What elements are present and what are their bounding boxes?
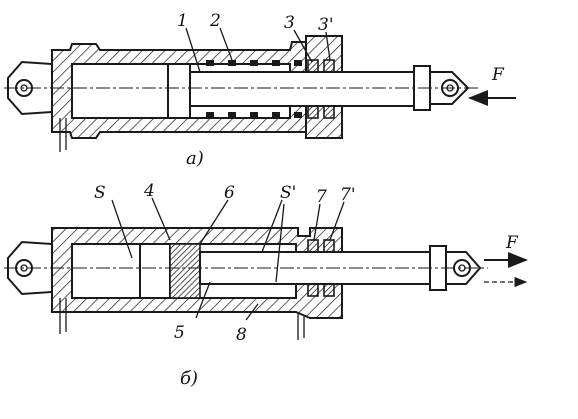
piston-b xyxy=(139,243,171,299)
force-label-b: F xyxy=(505,233,519,253)
label-4: 4 xyxy=(143,181,155,201)
piston-1 xyxy=(167,63,191,119)
force-label-a: F xyxy=(491,65,505,85)
seal-7-prime-lower xyxy=(323,283,335,297)
label-7-prime: 7' xyxy=(340,185,356,205)
cylinder-a: F 1 2 3 3' а) xyxy=(4,11,516,169)
label-8: 8 xyxy=(236,325,247,345)
spring-2 xyxy=(206,60,302,118)
label-3: 3 xyxy=(284,13,295,33)
seal-7-prime xyxy=(323,239,335,253)
label-2: 2 xyxy=(209,11,221,31)
caption-a: а) xyxy=(186,148,204,169)
label-s: S xyxy=(94,183,106,203)
label-1: 1 xyxy=(177,11,188,31)
seal-3-lower xyxy=(307,105,319,119)
seal-3-prime-lower xyxy=(323,105,335,119)
cylinder-b: F S 4 6 S' 7 7' 5 8 б) xyxy=(4,181,528,389)
piston-seal-4-6 xyxy=(169,243,201,299)
rod-a xyxy=(189,71,417,107)
seal-7-lower xyxy=(307,283,319,297)
label-5: 5 xyxy=(174,323,185,343)
caption-b: б) xyxy=(180,368,198,389)
label-3-prime: 3' xyxy=(318,15,334,35)
label-s-prime: S' xyxy=(280,183,296,203)
label-6: 6 xyxy=(224,183,235,203)
label-7: 7 xyxy=(316,187,327,207)
seal-3-prime xyxy=(323,59,335,73)
rod-end-b xyxy=(429,245,482,291)
seal-7 xyxy=(307,239,319,253)
seal-3 xyxy=(307,59,319,73)
